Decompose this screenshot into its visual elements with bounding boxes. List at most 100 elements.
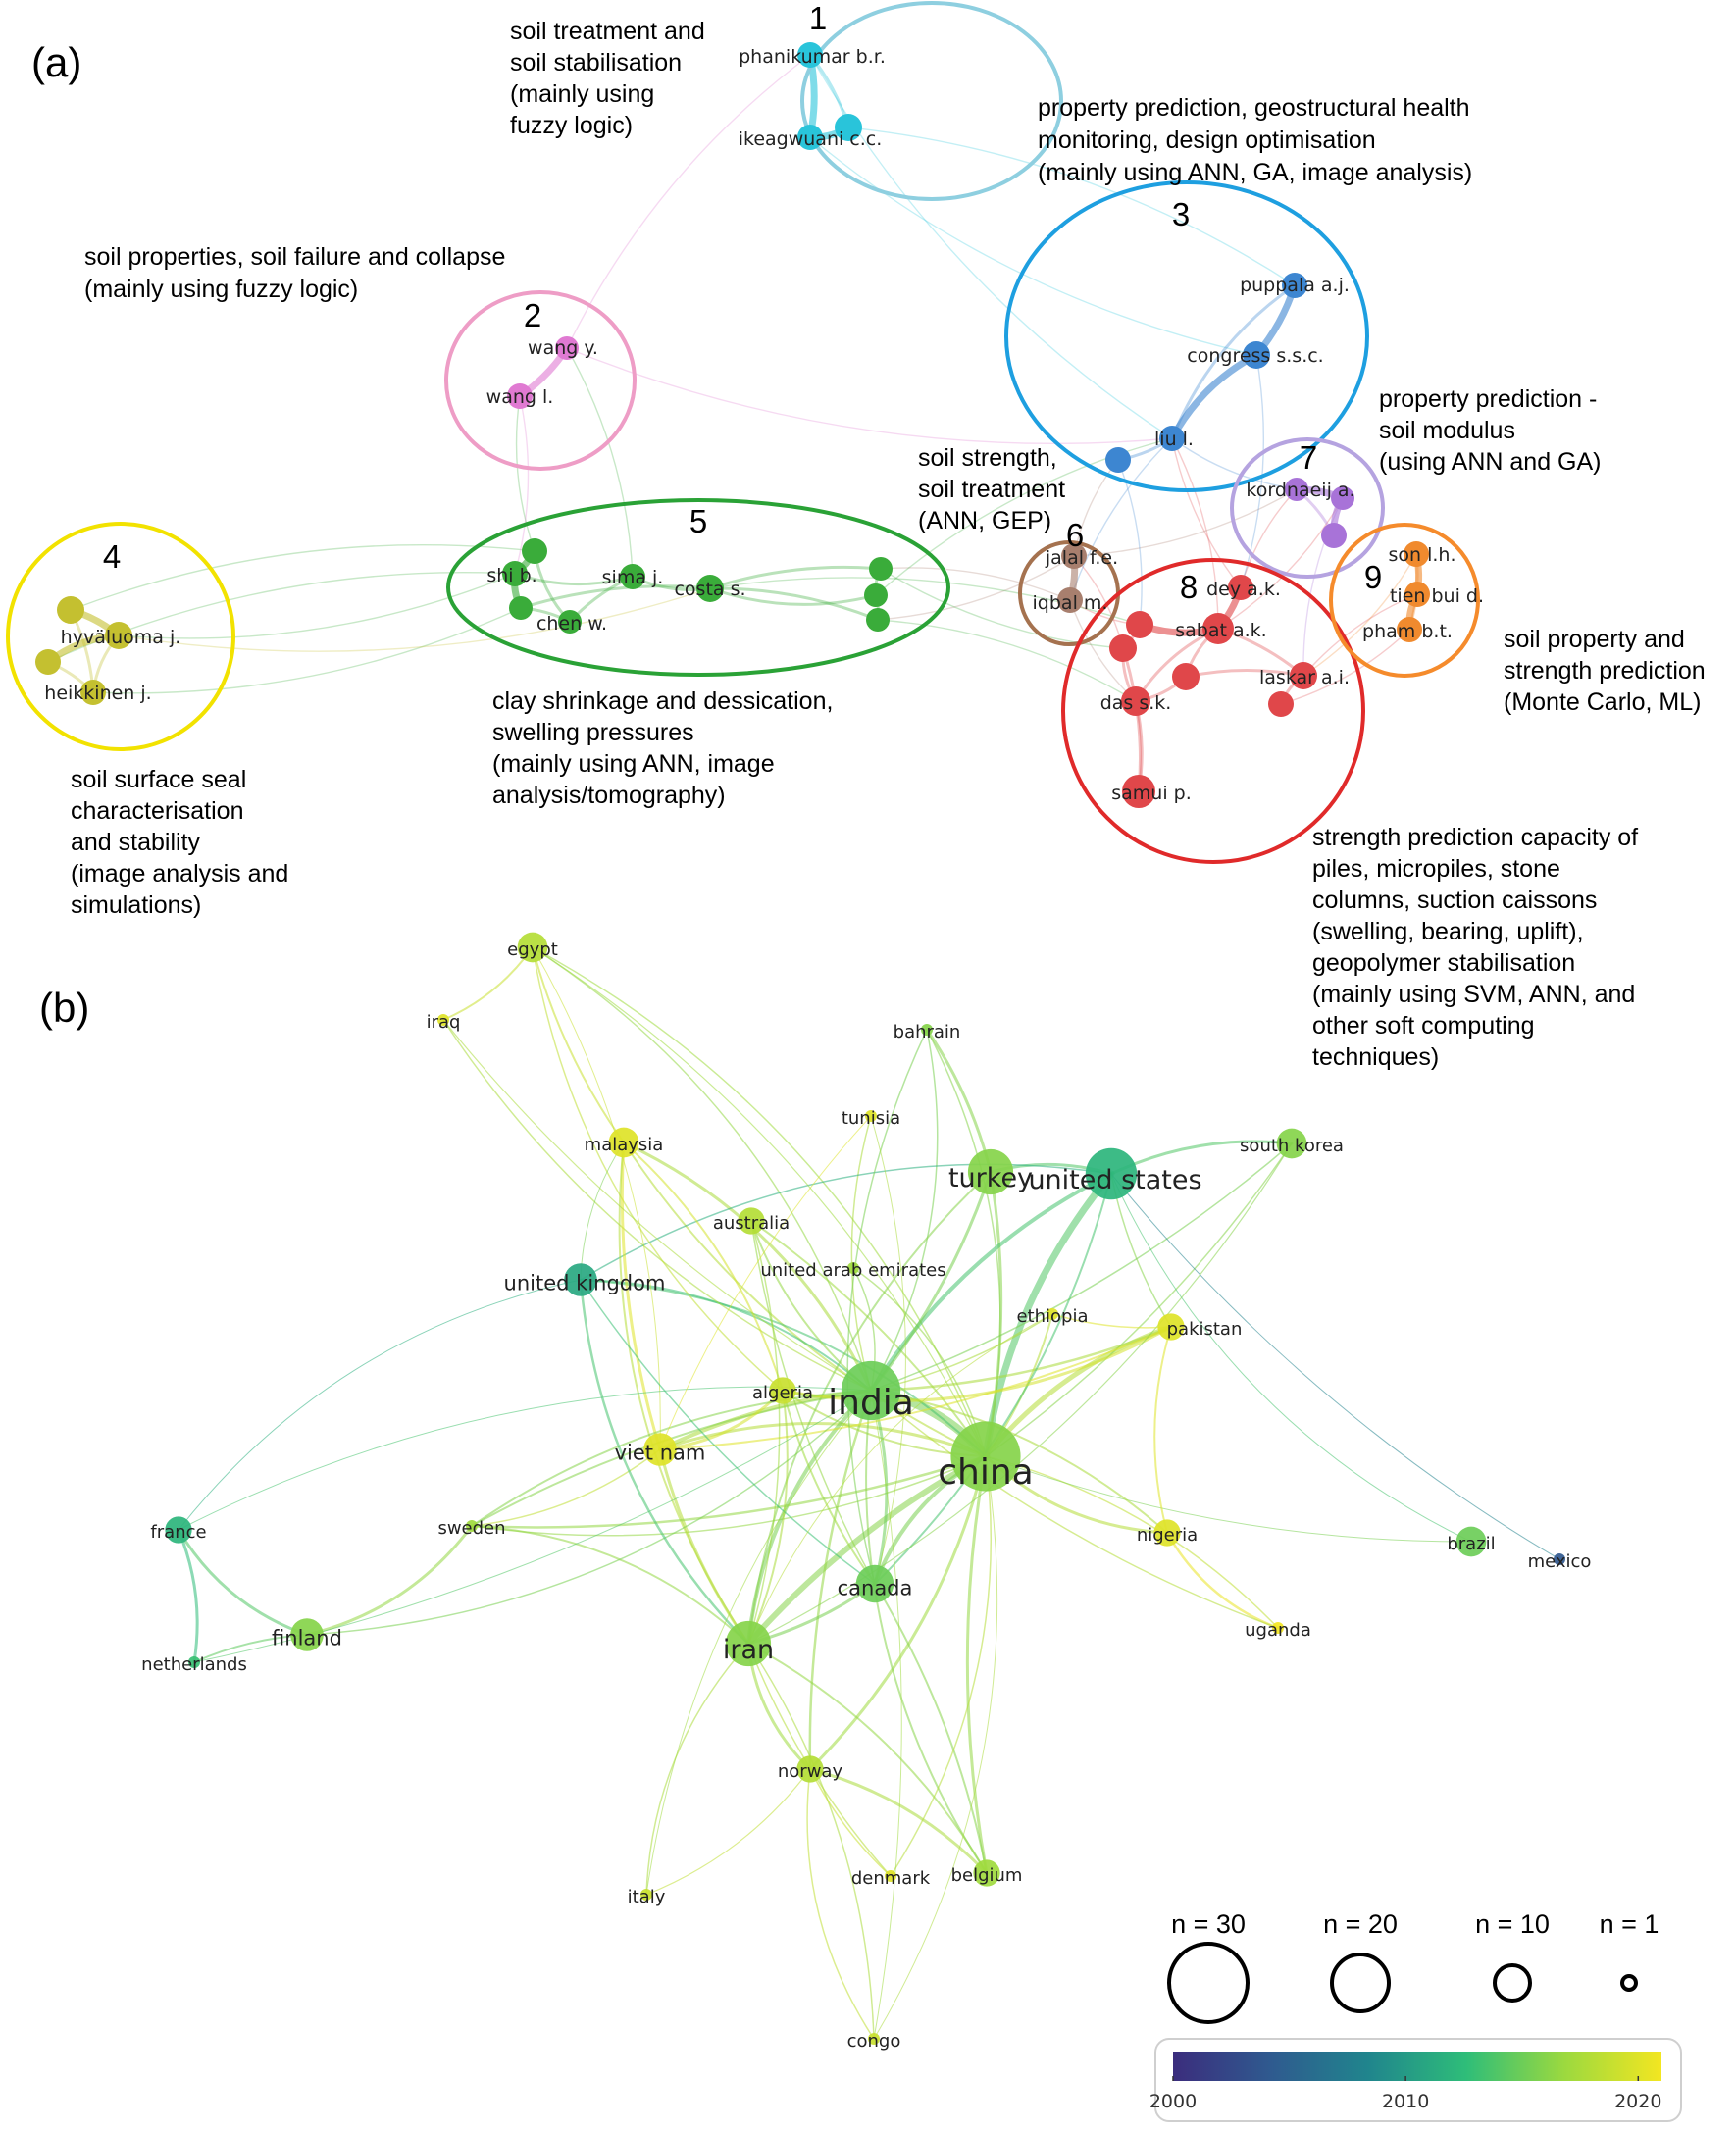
country-edge — [890, 1455, 993, 1877]
author-node-cluster-8[interactable] — [1268, 691, 1294, 717]
author-node-cluster-5[interactable] — [869, 557, 893, 581]
country-node-nigeria[interactable] — [1153, 1519, 1181, 1547]
country-node-united-kingdom[interactable] — [564, 1263, 597, 1296]
author-node-iqbal-m[interactable] — [1057, 587, 1083, 613]
country-node-egypt[interactable] — [517, 932, 548, 963]
author-label-kordnaeij-a: kordnaeij a. — [1246, 480, 1354, 501]
author-node-chen-w[interactable] — [558, 610, 582, 634]
author-node-sima-j[interactable] — [620, 564, 645, 589]
author-label-pham-b-t: pham b.t. — [1362, 621, 1453, 642]
author-node-cluster-5[interactable] — [866, 608, 890, 632]
country-node-belgium[interactable] — [973, 1859, 1000, 1887]
author-node-puppala-a-j[interactable] — [1282, 273, 1307, 298]
author-node-das-s-k[interactable] — [1121, 686, 1150, 716]
author-node-sabat-a-k[interactable] — [1202, 613, 1234, 644]
country-node-algeria[interactable] — [769, 1377, 796, 1404]
author-node-cluster-7[interactable] — [1321, 523, 1347, 548]
country-label-united-kingdom: united kingdom — [504, 1272, 666, 1295]
country-edge — [865, 1390, 988, 1874]
cluster-5-annotation: clay shrinkage and dessication,swelling … — [492, 687, 833, 809]
author-node-wang-y[interactable] — [555, 336, 579, 360]
country-node-china[interactable] — [950, 1421, 1021, 1492]
author-node-phanikumar-b-r[interactable] — [797, 42, 823, 68]
country-node-mexico[interactable] — [1554, 1553, 1565, 1565]
author-node-cluster-4[interactable] — [35, 649, 61, 675]
cluster-5-edge — [708, 586, 878, 606]
country-edge — [750, 1220, 987, 1457]
country-node-iraq[interactable] — [437, 1014, 449, 1026]
author-node-tien-bui-d[interactable] — [1404, 582, 1430, 607]
country-node-tunisia[interactable] — [865, 1110, 877, 1122]
country-node-united-arab-emirates[interactable] — [847, 1262, 859, 1274]
author-node-samui-p[interactable] — [1122, 775, 1155, 808]
cluster-3-edge — [1168, 351, 1260, 442]
country-edge — [873, 1455, 998, 2040]
author-node-cluster-8[interactable] — [1109, 634, 1137, 662]
country-edge — [532, 946, 661, 1450]
country-node-malaysia[interactable] — [608, 1127, 639, 1158]
country-node-denmark[interactable] — [885, 1870, 896, 1882]
country-node-sweden[interactable] — [466, 1520, 478, 1532]
author-node-cluster-8[interactable] — [1172, 663, 1200, 690]
author-node-ikeagwuani-c-c[interactable] — [797, 125, 823, 150]
country-node-australia[interactable] — [738, 1207, 765, 1235]
cluster-2-circle — [444, 290, 637, 471]
cluster-5-circle — [446, 498, 950, 677]
author-node-aytekin-m[interactable] — [864, 583, 888, 607]
country-edge — [579, 1278, 750, 1646]
country-edge — [747, 1643, 988, 1874]
country-edge — [620, 1141, 662, 1451]
country-node-viet-nam[interactable] — [643, 1433, 677, 1466]
author-node-laskar-a-i[interactable] — [1290, 662, 1317, 689]
author-label-congress-s-s-c: congress s.s.c. — [1187, 345, 1323, 367]
country-node-italy[interactable] — [640, 1889, 652, 1901]
country-edge — [580, 1279, 876, 1585]
country-node-bahrain[interactable] — [921, 1024, 933, 1036]
country-label-united-arab-emirates: united arab emirates — [760, 1260, 945, 1281]
country-node-finland[interactable] — [290, 1618, 324, 1651]
author-node-cluster-7[interactable] — [1331, 486, 1354, 510]
author-node-jalal-f-e[interactable] — [1061, 543, 1087, 569]
author-node-cluster-8[interactable] — [1126, 611, 1153, 638]
author-label-liu-l: liu l. — [1154, 429, 1194, 450]
author-node-pham-b-t[interactable] — [1397, 617, 1422, 642]
inter-cluster-edge — [1302, 593, 1418, 677]
country-node-france[interactable] — [165, 1516, 192, 1544]
author-node-cluster-5[interactable] — [509, 596, 533, 620]
inter-cluster-edge — [514, 395, 530, 575]
country-node-canada[interactable] — [855, 1564, 894, 1603]
author-node-hyvaluoma-j[interactable] — [105, 622, 132, 649]
author-node-costa-s[interactable] — [696, 575, 724, 602]
author-node-cluster-3[interactable] — [1105, 447, 1131, 473]
author-node-cluster-5[interactable] — [522, 538, 547, 564]
country-node-netherlands[interactable] — [188, 1656, 200, 1668]
country-node-ethiopia[interactable] — [1047, 1308, 1058, 1320]
country-edge — [645, 1768, 811, 1896]
country-edge — [532, 946, 784, 1392]
author-node-son-l-h[interactable] — [1404, 541, 1429, 567]
country-edge — [178, 1279, 582, 1531]
author-node-wang-l[interactable] — [507, 383, 533, 409]
country-node-india[interactable] — [841, 1360, 901, 1421]
author-node-heikkinen-j[interactable] — [80, 680, 106, 705]
country-node-brazil[interactable] — [1455, 1526, 1487, 1557]
author-node-cluster-1[interactable] — [835, 114, 862, 141]
author-node-dey-a-k[interactable] — [1228, 575, 1253, 600]
country-node-norway[interactable] — [796, 1755, 824, 1783]
author-node-shi-b[interactable] — [502, 561, 528, 586]
country-node-congo[interactable] — [868, 2033, 880, 2045]
country-node-turkey[interactable] — [967, 1148, 1014, 1195]
author-node-cluster-4[interactable] — [57, 596, 84, 624]
country-label-iran: iran — [723, 1635, 774, 1665]
country-node-south-korea[interactable] — [1276, 1128, 1307, 1159]
author-node-congress-s-s-c[interactable] — [1243, 341, 1270, 369]
author-node-kordnaeij-a[interactable] — [1285, 478, 1308, 501]
country-edge — [750, 1220, 876, 1585]
country-label-australia: australia — [713, 1213, 790, 1234]
country-node-pakistan[interactable] — [1157, 1313, 1185, 1341]
author-node-liu-l[interactable] — [1159, 426, 1185, 451]
country-node-iran[interactable] — [725, 1620, 772, 1667]
country-node-uganda[interactable] — [1272, 1622, 1284, 1634]
country-node-united-states[interactable] — [1085, 1147, 1138, 1200]
